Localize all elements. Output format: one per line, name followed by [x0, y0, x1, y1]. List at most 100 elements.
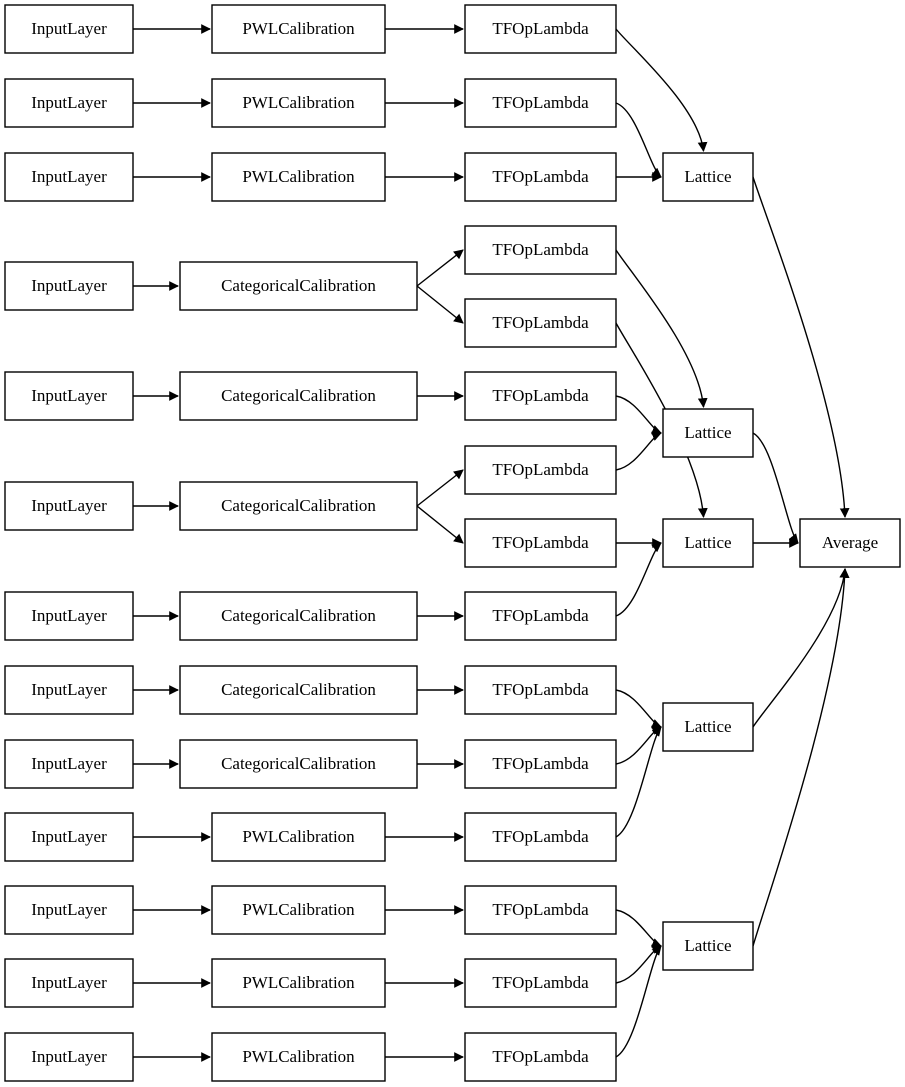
- node-tfop-lambda[interactable]: TFOpLambda: [464, 445, 617, 495]
- node-tfop-lambda[interactable]: TFOpLambda: [464, 298, 617, 348]
- node-lattice[interactable]: Lattice: [662, 518, 754, 568]
- node-categorical-calibration[interactable]: CategoricalCalibration: [179, 371, 418, 421]
- node-box[interactable]: [662, 408, 754, 458]
- node-pwlcalibration[interactable]: PWLCalibration: [211, 812, 386, 862]
- node-lattice[interactable]: Lattice: [662, 702, 754, 752]
- node-box[interactable]: [211, 4, 386, 54]
- node-categorical-calibration[interactable]: CategoricalCalibration: [179, 481, 418, 531]
- node-pwlcalibration[interactable]: PWLCalibration: [211, 958, 386, 1008]
- node-box[interactable]: [179, 665, 418, 715]
- node-box[interactable]: [4, 739, 134, 789]
- node-box[interactable]: [662, 152, 754, 202]
- node-box[interactable]: [211, 885, 386, 935]
- node-categorical-calibration[interactable]: CategoricalCalibration: [179, 261, 418, 311]
- node-input-layer[interactable]: InputLayer: [4, 4, 134, 54]
- node-box[interactable]: [211, 1032, 386, 1082]
- node-categorical-calibration[interactable]: CategoricalCalibration: [179, 739, 418, 789]
- edge-tfop-lambda-to-lattice: [615, 726, 662, 838]
- node-categorical-calibration[interactable]: CategoricalCalibration: [179, 591, 418, 641]
- node-box[interactable]: [464, 298, 617, 348]
- node-box[interactable]: [211, 812, 386, 862]
- node-tfop-lambda[interactable]: TFOpLambda: [464, 371, 617, 421]
- node-box[interactable]: [211, 958, 386, 1008]
- node-box[interactable]: [4, 1032, 134, 1082]
- node-lattice[interactable]: Lattice: [662, 921, 754, 971]
- node-lattice[interactable]: Lattice: [662, 408, 754, 458]
- node-box[interactable]: [464, 371, 617, 421]
- node-box[interactable]: [179, 591, 418, 641]
- node-tfop-lambda[interactable]: TFOpLambda: [464, 591, 617, 641]
- node-input-layer[interactable]: InputLayer: [4, 885, 134, 935]
- node-input-layer[interactable]: InputLayer: [4, 152, 134, 202]
- node-average[interactable]: Average: [799, 518, 901, 568]
- node-box[interactable]: [464, 665, 617, 715]
- node-box[interactable]: [464, 958, 617, 1008]
- node-box[interactable]: [662, 518, 754, 568]
- node-box[interactable]: [211, 152, 386, 202]
- node-box[interactable]: [211, 78, 386, 128]
- node-tfop-lambda[interactable]: TFOpLambda: [464, 4, 617, 54]
- node-pwlcalibration[interactable]: PWLCalibration: [211, 152, 386, 202]
- node-box[interactable]: [464, 518, 617, 568]
- node-tfop-lambda[interactable]: TFOpLambda: [464, 812, 617, 862]
- node-box[interactable]: [4, 591, 134, 641]
- node-box[interactable]: [179, 739, 418, 789]
- edge-categorical-calibration-to-tfop-lambda: [416, 249, 464, 287]
- node-box[interactable]: [662, 702, 754, 752]
- node-box[interactable]: [4, 812, 134, 862]
- node-tfop-lambda[interactable]: TFOpLambda: [464, 78, 617, 128]
- node-tfop-lambda[interactable]: TFOpLambda: [464, 665, 617, 715]
- node-lattice[interactable]: Lattice: [662, 152, 754, 202]
- node-pwlcalibration[interactable]: PWLCalibration: [211, 1032, 386, 1082]
- node-box[interactable]: [464, 225, 617, 275]
- node-tfop-lambda[interactable]: TFOpLambda: [464, 958, 617, 1008]
- node-input-layer[interactable]: InputLayer: [4, 261, 134, 311]
- node-pwlcalibration[interactable]: PWLCalibration: [211, 885, 386, 935]
- node-input-layer[interactable]: InputLayer: [4, 739, 134, 789]
- node-input-layer[interactable]: InputLayer: [4, 665, 134, 715]
- node-tfop-lambda[interactable]: TFOpLambda: [464, 518, 617, 568]
- node-input-layer[interactable]: InputLayer: [4, 481, 134, 531]
- node-box[interactable]: [4, 152, 134, 202]
- node-tfop-lambda[interactable]: TFOpLambda: [464, 152, 617, 202]
- node-box[interactable]: [464, 152, 617, 202]
- node-box[interactable]: [4, 481, 134, 531]
- node-input-layer[interactable]: InputLayer: [4, 371, 134, 421]
- node-input-layer[interactable]: InputLayer: [4, 78, 134, 128]
- edge-tfop-lambda-to-lattice: [615, 102, 662, 178]
- node-input-layer[interactable]: InputLayer: [4, 591, 134, 641]
- node-tfop-lambda[interactable]: TFOpLambda: [464, 1032, 617, 1082]
- node-input-layer[interactable]: InputLayer: [4, 1032, 134, 1082]
- node-pwlcalibration[interactable]: PWLCalibration: [211, 78, 386, 128]
- node-box[interactable]: [799, 518, 901, 568]
- node-label: CategoricalCalibration: [221, 754, 376, 773]
- node-box[interactable]: [662, 921, 754, 971]
- node-box[interactable]: [179, 261, 418, 311]
- node-pwlcalibration[interactable]: PWLCalibration: [211, 4, 386, 54]
- edge-tfop-lambda-to-lattice: [615, 249, 708, 408]
- node-tfop-lambda[interactable]: TFOpLambda: [464, 885, 617, 935]
- node-box[interactable]: [464, 4, 617, 54]
- node-box[interactable]: [464, 78, 617, 128]
- node-box[interactable]: [4, 665, 134, 715]
- node-box[interactable]: [179, 371, 418, 421]
- node-input-layer[interactable]: InputLayer: [4, 958, 134, 1008]
- node-box[interactable]: [464, 812, 617, 862]
- node-box[interactable]: [464, 739, 617, 789]
- node-box[interactable]: [4, 958, 134, 1008]
- node-box[interactable]: [4, 261, 134, 311]
- node-box[interactable]: [4, 885, 134, 935]
- node-box[interactable]: [464, 1032, 617, 1082]
- node-box[interactable]: [464, 885, 617, 935]
- node-box[interactable]: [179, 481, 418, 531]
- node-tfop-lambda[interactable]: TFOpLambda: [464, 739, 617, 789]
- node-categorical-calibration[interactable]: CategoricalCalibration: [179, 665, 418, 715]
- edge-lattice-to-average: [752, 176, 850, 518]
- node-box[interactable]: [4, 371, 134, 421]
- node-input-layer[interactable]: InputLayer: [4, 812, 134, 862]
- node-box[interactable]: [4, 78, 134, 128]
- node-box[interactable]: [464, 445, 617, 495]
- node-tfop-lambda[interactable]: TFOpLambda: [464, 225, 617, 275]
- node-box[interactable]: [464, 591, 617, 641]
- node-box[interactable]: [4, 4, 134, 54]
